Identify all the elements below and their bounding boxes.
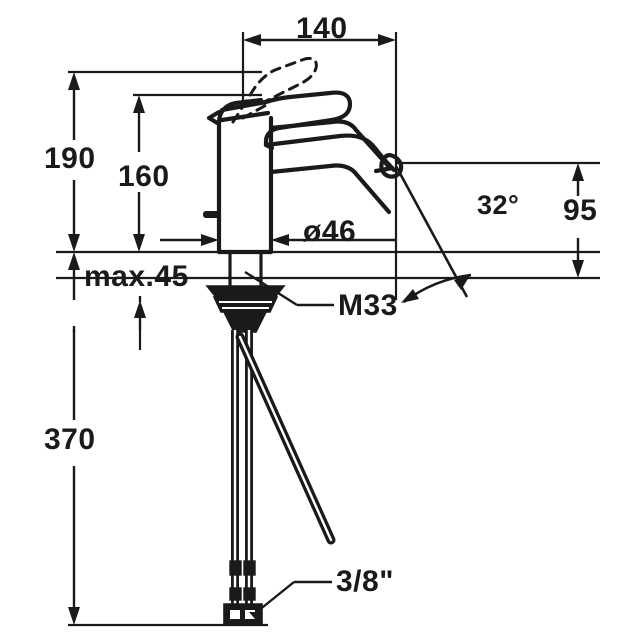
dimension-diameter-46 <box>160 234 395 246</box>
dimension-label-370: 370 <box>44 423 96 456</box>
leader-hose-thread <box>257 580 332 612</box>
dimension-370 <box>68 326 80 625</box>
dimension-label-max-45: max.45 <box>84 260 189 293</box>
faucet-body-outline <box>206 90 404 255</box>
dimension-label-140: 140 <box>296 12 348 45</box>
lever-raised-dashed <box>231 56 318 124</box>
dimension-label-m33: M33 <box>338 289 398 322</box>
dimension-angle-32 <box>394 165 472 303</box>
dimension-label-190: 190 <box>44 142 96 175</box>
mounting-nut-assembly <box>205 285 286 333</box>
hose-end-fitting <box>223 560 263 626</box>
dimension-95 <box>572 163 584 278</box>
dimension-140 <box>243 34 396 46</box>
extension-lines <box>56 70 600 627</box>
dimension-190 <box>68 72 80 252</box>
dimension-label-95: 95 <box>563 194 598 227</box>
dimension-label-diameter-46: ø46 <box>303 215 357 248</box>
dimension-max-45 <box>68 252 146 330</box>
dimension-160 <box>133 95 145 252</box>
dimension-label-160: 160 <box>118 160 170 193</box>
side-tab <box>203 211 221 218</box>
dimension-label-angle-32: 32° <box>477 190 520 220</box>
mounting-shank <box>228 252 263 286</box>
dimension-label-hose-thread: 3/8" <box>336 565 394 598</box>
